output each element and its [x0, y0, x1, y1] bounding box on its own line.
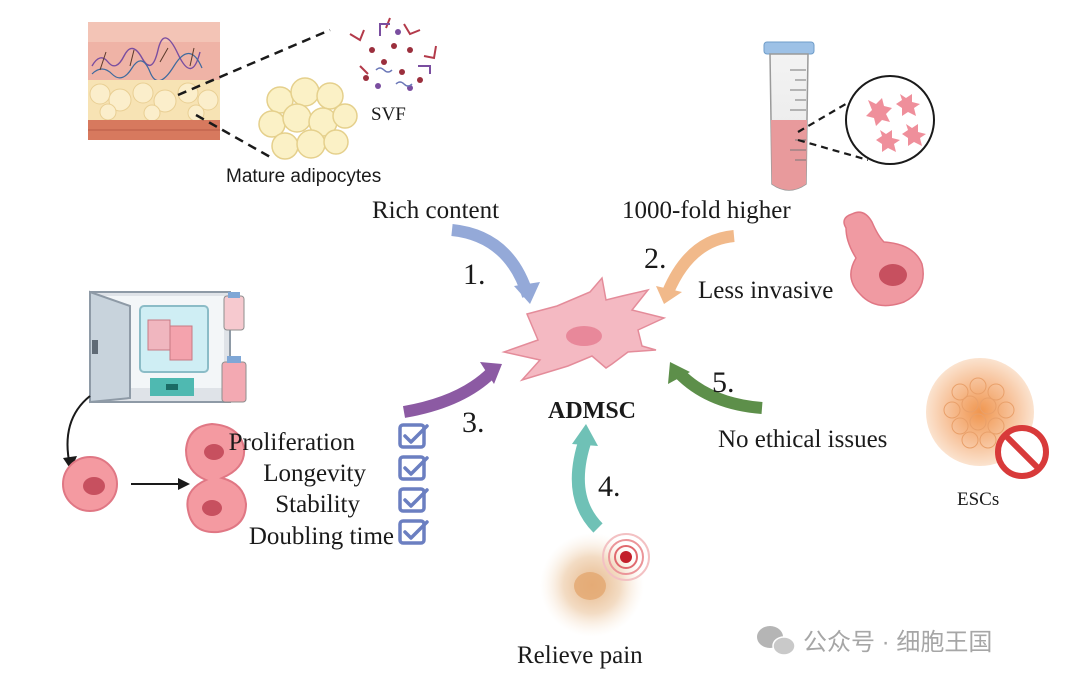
arrowhead-2 [656, 286, 682, 304]
wechat-logo-icon [757, 626, 796, 656]
checkbox-icon [398, 487, 429, 513]
arrow-3 [402, 367, 497, 418]
checkbox-icons [398, 423, 429, 545]
prohibited-icon [995, 425, 1049, 479]
watermark-text: 公众号 · 细胞王国 [803, 629, 992, 656]
adipocytes-label: Mature adipocytes [226, 166, 381, 187]
number-2: 2. [644, 242, 667, 275]
label-rich-content: Rich content [372, 197, 499, 224]
arrow-4 [571, 435, 603, 533]
arrowhead-1 [514, 282, 540, 304]
centrifuge-tube-icon [763, 41, 815, 191]
svf-label: SVF [371, 104, 406, 125]
checkbox-icon [398, 423, 429, 449]
escs-label: ESCs [957, 489, 999, 510]
checklist-item: Stability [275, 491, 360, 518]
magnified-cells-icon [845, 75, 935, 165]
zoom-line [177, 28, 331, 97]
checklist-item: Proliferation [229, 429, 356, 456]
incubator-icon [89, 290, 231, 404]
arrow-2 [662, 230, 735, 295]
number-3: 3. [462, 406, 485, 439]
label-no-ethical: No ethical issues [718, 426, 887, 453]
zoom-line [797, 138, 869, 162]
checklist-item: Longevity [263, 460, 366, 487]
dividing-cell-icon [184, 422, 248, 534]
arrow-1 [451, 224, 534, 298]
culture-flask-icon [221, 292, 247, 403]
label-less-invasive: Less invasive [698, 277, 833, 304]
adipocytes-icon [258, 77, 358, 160]
arrowhead-4 [572, 424, 598, 446]
number-1: 1. [463, 258, 486, 291]
adipose-tissue-illustration [88, 22, 220, 140]
svf-cells-icon [349, 17, 437, 91]
adipose-stem-cell-icon [843, 211, 924, 307]
label-relieve-pain: Relieve pain [517, 642, 643, 669]
flow-arrowhead [63, 456, 77, 470]
number-5: 5. [712, 366, 735, 399]
arrow-5 [675, 369, 763, 414]
cultured-cell-icon [62, 456, 118, 512]
flow-arrow [66, 395, 91, 467]
arrowhead-5 [668, 362, 690, 384]
label-1000-fold: 1000-fold higher [622, 197, 791, 224]
pain-site-icon [540, 533, 650, 637]
stem-cell-icon [501, 276, 667, 382]
checklist-item: Doubling time [249, 523, 394, 550]
arrowhead-3 [480, 362, 502, 384]
checkbox-icon [398, 519, 429, 545]
center-label: ADMSC [548, 398, 636, 424]
flow-arrowhead [178, 478, 190, 490]
number-4: 4. [598, 470, 621, 503]
checkbox-icon [398, 455, 429, 481]
wechat-watermark: 公众号 · 细胞王国 [757, 626, 992, 656]
